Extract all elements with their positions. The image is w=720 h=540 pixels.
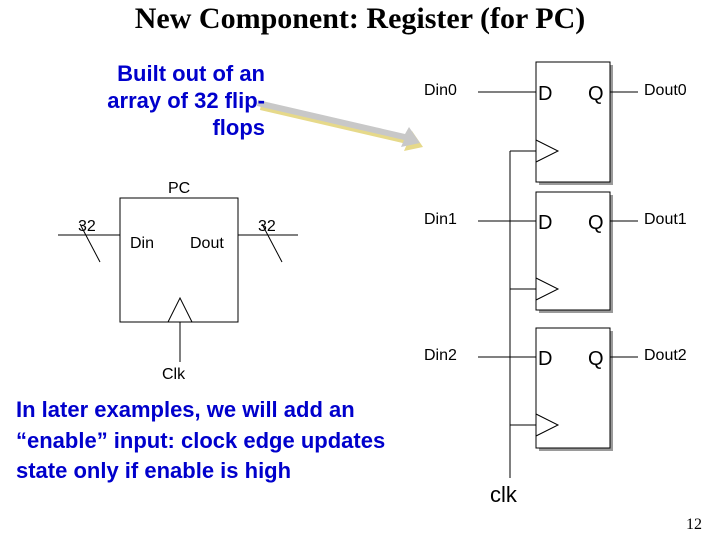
output-width-label: 32 (258, 218, 276, 235)
ff1-d-label: D (538, 212, 553, 234)
register-name: PC (168, 180, 191, 197)
ff1-dout-label: Dout1 (644, 211, 687, 228)
pc-output-bus-slash (261, 223, 283, 263)
register-input-label: Din (130, 235, 155, 252)
ff2-dout-label: Dout2 (644, 347, 687, 364)
ff1-q-label: Q (588, 212, 604, 234)
ff0-dout-label: Dout0 (644, 82, 687, 99)
ff2-q-label: Q (588, 348, 604, 370)
callout-text: Built out of an array of 32 flip-flops (107, 61, 265, 140)
ff2-din-label: Din2 (424, 347, 457, 364)
pc-input-bus-slash (79, 223, 101, 263)
register-clock-label: Clk (162, 366, 186, 383)
flipflop-0 (478, 61, 638, 185)
ff0-q-label: Q (588, 83, 604, 105)
ff0-d-label: D (538, 83, 553, 105)
pc-clock-triangle (167, 296, 193, 323)
callout-arrow (257, 100, 423, 151)
ff2-d-label: D (538, 348, 553, 370)
flipflop-2 (478, 327, 638, 451)
clock-label: clk (490, 482, 517, 507)
pc-register-box (119, 197, 239, 323)
input-width-label: 32 (78, 218, 96, 235)
register-output-label: Dout (190, 235, 224, 252)
enable-note: In later examples, we will add an “enabl… (16, 397, 386, 483)
ff1-din-label: Din1 (424, 211, 457, 228)
ff0-din-label: Din0 (424, 82, 457, 99)
flipflop-1 (478, 191, 638, 313)
slide-title: New Component: Register (for PC) (134, 2, 586, 35)
page-number: 12 (686, 516, 702, 533)
